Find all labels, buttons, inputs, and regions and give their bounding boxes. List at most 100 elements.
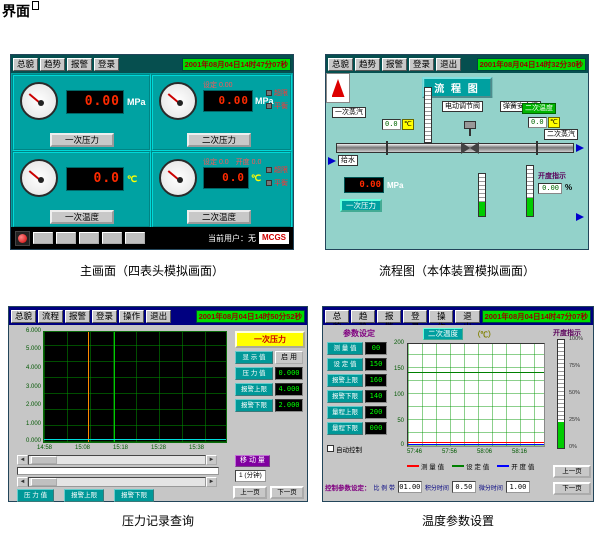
scrollbar-track[interactable] xyxy=(28,477,206,487)
param-label-button[interactable]: 设 定 值 xyxy=(327,358,363,371)
scroll-right-icon[interactable]: ► xyxy=(206,455,217,465)
param-label-button[interactable]: 报警下限 xyxy=(235,399,273,412)
label-secondary-steam: 二次蒸汽 xyxy=(544,129,578,140)
toolbar-button-exit[interactable]: 退出 xyxy=(436,57,462,71)
pid-p-label: 比 例 带 xyxy=(373,485,395,492)
toolbar-button-overview[interactable]: 总貌 xyxy=(328,57,354,71)
quadrant-button[interactable]: 二次压力 xyxy=(187,133,251,147)
pid-i-value[interactable]: 0.50 xyxy=(451,481,476,493)
quadrant-button[interactable]: 二次温度 xyxy=(187,210,251,224)
param-label-button[interactable]: 量程上限 xyxy=(327,406,363,419)
scrollbar-track[interactable] xyxy=(28,455,206,465)
param-value: 4.000 xyxy=(275,383,303,396)
legend-lower-limit-button[interactable]: 报警下限 xyxy=(114,489,155,502)
main-screen-panel: 总貌 趋势 报警 登录 2001年08月04日14时47分07秒 0.00 MP… xyxy=(10,54,294,250)
move-amount-value[interactable]: 1 (分钟) xyxy=(235,470,266,482)
pid-d-value[interactable]: 1.00 xyxy=(505,481,530,493)
prev-page-button[interactable]: 上一页 xyxy=(553,465,591,478)
param-label-button[interactable]: 显 示 值 xyxy=(235,351,273,364)
toolbar-button-trend[interactable]: 趋势 xyxy=(355,57,381,71)
opening-tick: 50% xyxy=(569,390,581,396)
unit-label: ℃ xyxy=(127,174,138,184)
param-label-button[interactable]: 压 力 值 xyxy=(235,367,273,380)
x-tick: 58:16 xyxy=(512,449,528,455)
scroll-left-icon[interactable]: ◄ xyxy=(17,455,28,465)
param-value-button[interactable]: 启 用 xyxy=(275,351,303,364)
primary-pressure-title-button[interactable]: 一次压力 xyxy=(235,331,305,348)
datetime-display: 2001年08月04日14时47分07秒 xyxy=(481,309,591,323)
status-button[interactable] xyxy=(102,232,122,244)
toolbar-button-alarm[interactable]: 报警 xyxy=(65,309,91,323)
status-button[interactable] xyxy=(79,232,99,244)
param-value[interactable]: 160 xyxy=(365,374,387,387)
quadrant-button[interactable]: 一次压力 xyxy=(50,133,114,147)
scrollbar-thumb[interactable] xyxy=(31,478,57,486)
scrollbar-thumb[interactable] xyxy=(31,456,57,464)
legend-upper-limit-button[interactable]: 报警上限 xyxy=(64,489,105,502)
param-label-button[interactable]: 报警上限 xyxy=(235,383,273,396)
param-label-button[interactable]: 量程下限 xyxy=(327,422,363,435)
pressure-trace xyxy=(44,439,226,440)
page-title: 界面 xyxy=(2,1,39,21)
legend-pressure-button[interactable]: 压 力 值 xyxy=(17,489,55,502)
legend-swatch-red xyxy=(407,465,419,467)
pid-p-value[interactable]: 01.00 xyxy=(397,481,422,493)
toolbar-button-alarm[interactable]: 报警 xyxy=(67,57,93,71)
status-button[interactable] xyxy=(125,232,145,244)
quadrant-button[interactable]: 一次温度 xyxy=(50,210,114,224)
param-row: 量程下限 000 xyxy=(327,422,391,435)
primary-pressure-button[interactable]: 一次压力 xyxy=(340,199,382,212)
scroll-left-icon[interactable]: ◄ xyxy=(17,477,28,487)
next-page-button[interactable]: 下一页 xyxy=(270,486,304,499)
toolbar: 总貌 趋势 报警 登录 2001年08月04日14时47分07秒 xyxy=(11,55,293,73)
toolbar-button-trend[interactable]: 趋势 xyxy=(40,57,66,71)
toolbar-button-alarm[interactable]: 报警 xyxy=(382,57,408,71)
toolbar-button-flow[interactable]: 流程 xyxy=(38,309,64,323)
opening-slider[interactable] xyxy=(557,339,565,449)
toolbar-button-exit[interactable]: 退出 xyxy=(146,309,172,323)
alarm-balance: 平衡 xyxy=(266,178,288,188)
toolbar-button-login[interactable]: 登录 xyxy=(403,309,428,332)
move-amount-label: 移 动 量 xyxy=(235,455,270,467)
toolbar-button-exit[interactable]: 退出 xyxy=(455,309,480,332)
auto-mode-checkbox[interactable] xyxy=(327,445,334,453)
param-label-button[interactable]: 报警上限 xyxy=(327,374,363,387)
chart-title-button[interactable]: 二次温度 xyxy=(423,328,463,340)
x-tick: 58:06 xyxy=(477,449,493,455)
alarm-indicators: 超限 平衡 xyxy=(266,88,288,111)
quadrant-secondary-temperature: 设定 0.0 开度 0.0 0.0 ℃ 超限 平衡 二次温度 xyxy=(151,151,292,228)
toolbar-button-login[interactable]: 登录 xyxy=(94,57,120,71)
toolbar-button-overview[interactable]: 总貌 xyxy=(325,309,350,332)
param-label-button[interactable]: 报警下限 xyxy=(327,390,363,403)
status-button[interactable] xyxy=(33,232,53,244)
toolbar-button-operate[interactable]: 操作 xyxy=(429,309,454,332)
toolbar-button-login[interactable]: 登录 xyxy=(409,57,435,71)
opening-tick: 0% xyxy=(569,444,577,450)
quadrant-primary-pressure: 0.00 MPa 一次压力 xyxy=(12,74,151,151)
opening-unit: % xyxy=(565,183,573,192)
toolbar-button-trend[interactable]: 趋势 xyxy=(351,309,376,332)
toolbar-button-alarm[interactable]: 报警 xyxy=(377,309,402,332)
param-value[interactable]: 000 xyxy=(365,422,387,435)
param-label-button[interactable]: 测 量 值 xyxy=(327,342,363,355)
toolbar-button-overview[interactable]: 总貌 xyxy=(13,57,39,71)
next-page-button[interactable]: 下一页 xyxy=(553,482,591,495)
opening-fill xyxy=(558,422,564,448)
param-value[interactable]: 200 xyxy=(365,406,387,419)
status-button[interactable] xyxy=(56,232,76,244)
opening-indicator-title: 开度指示 xyxy=(553,330,581,337)
param-value[interactable]: 140 xyxy=(365,390,387,403)
toolbar: 总貌 趋势 报警 登录 退出 2001年08月04日14时32分30秒 xyxy=(326,55,588,73)
primary-temp-value: 0.0 xyxy=(382,119,401,130)
toolbar-button-login[interactable]: 登录 xyxy=(92,309,118,323)
scroll-right-icon[interactable]: ► xyxy=(206,477,217,487)
toolbar-button-overview[interactable]: 总貌 xyxy=(11,309,37,323)
temperature-setting-body: 参数设定 测 量 值 00 设 定 值 150 报警上限 160 报警下限 14… xyxy=(323,325,593,501)
prev-page-button[interactable]: 上一页 xyxy=(233,486,267,499)
arrow-right-icon xyxy=(576,213,584,221)
param-row: 报警下限 140 xyxy=(327,390,391,403)
analog-gauge xyxy=(159,82,197,120)
param-value[interactable]: 150 xyxy=(365,358,387,371)
label-secondary-temp: 二次温度 xyxy=(522,103,556,114)
toolbar-button-operate[interactable]: 操作 xyxy=(119,309,145,323)
